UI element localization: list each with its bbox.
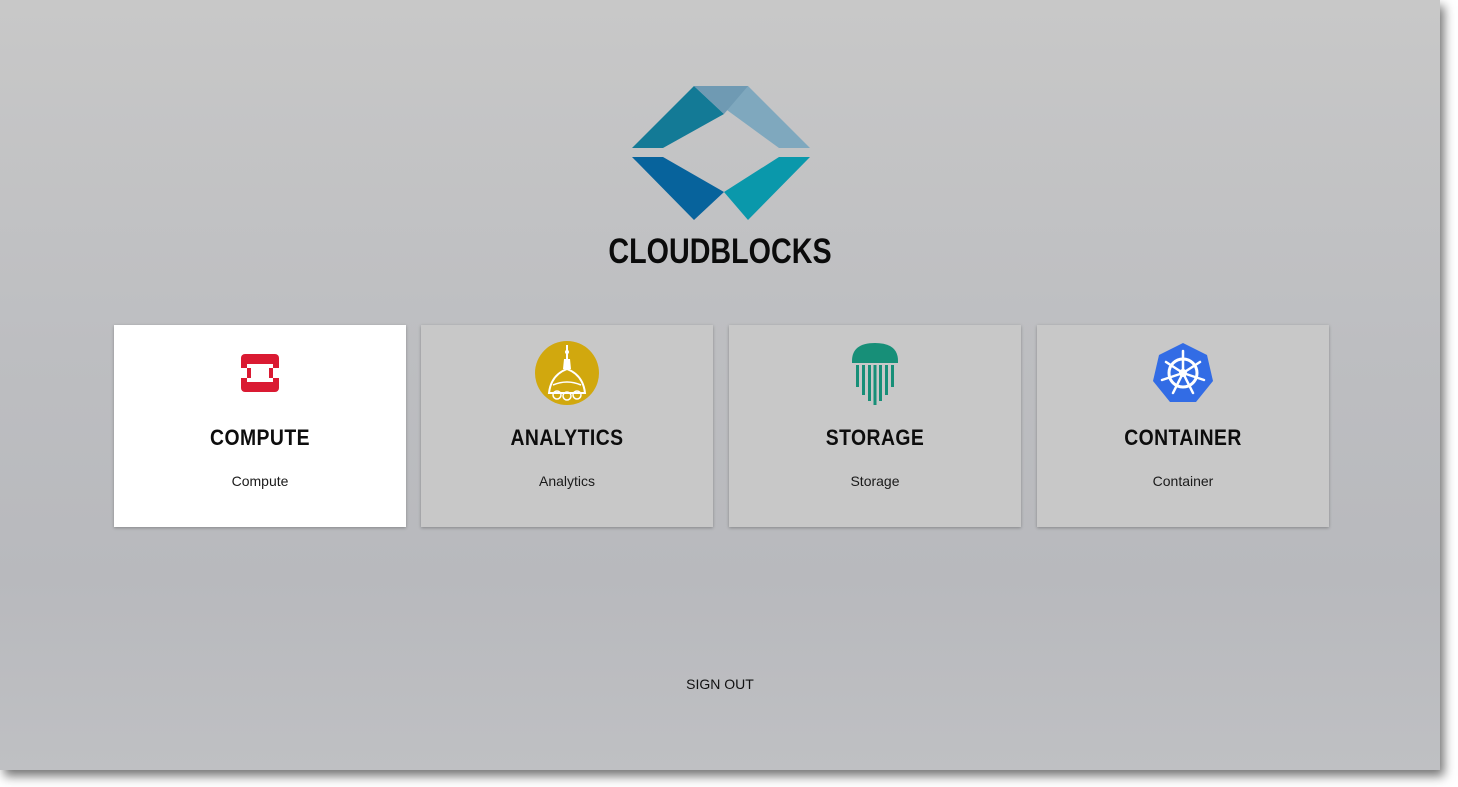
card-compute[interactable]: COMPUTE Compute — [114, 325, 406, 527]
card-title: ANALYTICS — [510, 425, 624, 450]
openstack-icon — [241, 354, 279, 392]
jellyfish-icon — [852, 343, 898, 405]
signout-container: SIGN OUT — [0, 676, 1440, 692]
card-analytics[interactable]: ANALYTICS Analytics — [421, 325, 713, 527]
brand-title: CLOUDBLOCKS — [608, 232, 832, 271]
card-title: STORAGE — [825, 425, 925, 450]
analytics-dome-icon — [535, 341, 599, 405]
cloudblocks-logo — [632, 86, 810, 220]
card-title: COMPUTE — [210, 425, 310, 450]
card-container[interactable]: CONTAINER Container — [1037, 325, 1329, 527]
card-title: CONTAINER — [1124, 425, 1242, 450]
card-subtitle: Container — [1152, 473, 1214, 489]
card-subtitle: Compute — [231, 473, 289, 489]
card-storage[interactable]: STORAGE Storage — [729, 325, 1021, 527]
app-window: CLOUDBLOCKS COMPUTE Compute — [0, 0, 1440, 770]
kubernetes-icon — [1153, 343, 1213, 402]
sign-out-button[interactable]: SIGN OUT — [686, 676, 754, 692]
card-subtitle: Analytics — [538, 473, 596, 489]
card-subtitle: Storage — [850, 473, 900, 489]
